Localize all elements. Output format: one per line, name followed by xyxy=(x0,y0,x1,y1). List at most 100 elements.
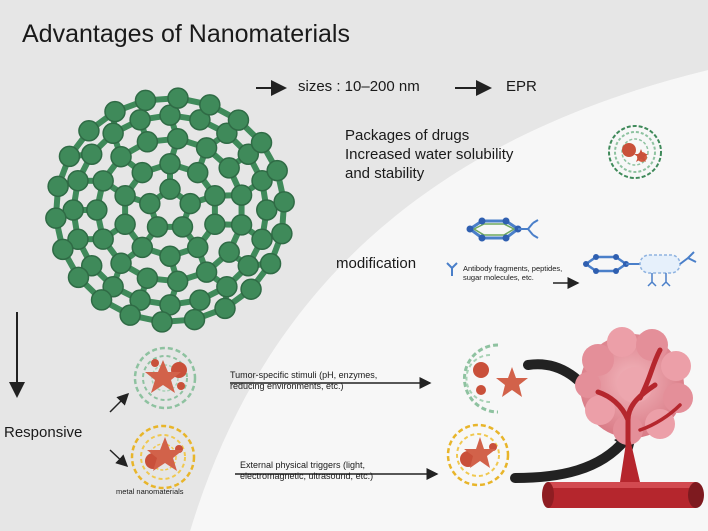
fullerene-atom xyxy=(240,278,262,300)
benefits-text: Packages of drugs Increased water solubi… xyxy=(345,126,513,183)
fullerene-atom xyxy=(204,213,226,236)
modification-label: modification xyxy=(336,255,417,272)
fullerene-atom xyxy=(110,252,132,275)
fullerene-atom xyxy=(62,199,84,221)
modified-linker xyxy=(583,251,697,287)
released-carbon-particle xyxy=(463,343,528,414)
external-triggers-line: electromagnetic, ultrasound, etc.) xyxy=(240,471,374,481)
fullerene-atom xyxy=(131,236,154,259)
fullerene-atom xyxy=(179,192,201,215)
fullerene-atom xyxy=(218,157,240,179)
fullerene-atom xyxy=(114,184,136,207)
metal-nanomaterials-label: metal nanomaterials xyxy=(116,487,184,496)
fullerene-atom xyxy=(80,143,103,166)
fullerene-atom xyxy=(45,207,67,229)
fullerene-atom xyxy=(47,175,69,198)
blood-vessel xyxy=(542,430,704,508)
benefit-line: and stability xyxy=(345,165,425,182)
arrow-branch-down xyxy=(109,449,129,468)
benefit-line: Increased water solubility xyxy=(345,146,514,163)
fullerene-atom xyxy=(131,161,154,184)
epr-label: EPR xyxy=(506,78,537,95)
fullerene-atom xyxy=(251,169,273,192)
fullerene-atom xyxy=(251,228,273,251)
external-triggers-line: External physical triggers (light, xyxy=(240,460,366,470)
fullerene-atom xyxy=(250,131,273,154)
fullerene-atom xyxy=(67,228,89,251)
fullerene-atom xyxy=(129,289,151,311)
fullerene-atom xyxy=(86,199,108,221)
fullerene-atom xyxy=(136,267,159,289)
fullerene-atom xyxy=(183,308,206,331)
fullerene-atom xyxy=(227,109,250,131)
antibody-icon xyxy=(446,262,458,276)
arrow-curve-to-tumor-2 xyxy=(510,435,630,483)
fullerene-atom xyxy=(271,222,293,245)
fullerene-atom xyxy=(90,289,113,311)
metal-nanoparticle-loaded xyxy=(130,424,196,490)
carbon-nanoparticle-loaded xyxy=(133,346,197,410)
responsive-label: Responsive xyxy=(4,424,83,441)
fullerene-atom xyxy=(259,252,282,275)
fullerene-atom xyxy=(204,184,226,207)
fullerene-atom xyxy=(195,137,218,159)
linker-molecule xyxy=(466,217,539,242)
fullerene-atom xyxy=(218,241,240,263)
fullerene-atom xyxy=(166,270,189,293)
fullerene-atom xyxy=(52,238,74,261)
fullerene-atom xyxy=(114,213,136,236)
tumor-stimuli-line: reducing environments, etc.) xyxy=(230,381,344,391)
fullerene-atom xyxy=(159,152,181,175)
fullerene-atom xyxy=(104,100,126,123)
fullerene-atom xyxy=(189,109,211,131)
fullerene-atom xyxy=(119,304,141,326)
fullerene-atom xyxy=(102,122,124,145)
drug-loaded-nanoparticle xyxy=(608,125,662,179)
external-triggers-text: External physical triggers (light, elect… xyxy=(240,460,373,482)
fullerene-atom xyxy=(166,127,189,150)
fullerene-atom xyxy=(139,192,161,215)
size-label: sizes : 10–200 nm xyxy=(298,78,420,95)
tumor-illustration xyxy=(575,327,693,483)
fullerene-atom xyxy=(266,159,288,182)
fullerene-atom xyxy=(146,216,169,238)
fullerene-atom xyxy=(256,199,278,221)
arrow-branch-up xyxy=(109,392,130,413)
fullerene-atom xyxy=(151,311,173,333)
fullerene-atom xyxy=(273,191,295,213)
tumor-stimuli-text: Tumor-specific stimuli (pH, enzymes, red… xyxy=(230,370,377,392)
ligand-text: Antibody fragments, peptides, sugar mole… xyxy=(463,264,562,282)
fullerene-atom xyxy=(67,266,90,289)
ligand-line: sugar molecules, etc. xyxy=(463,273,534,282)
fullerene-atom xyxy=(58,145,81,168)
fullerene-atom xyxy=(214,297,236,320)
fullerene-atom xyxy=(92,228,114,250)
fullerene-atom xyxy=(171,216,194,238)
benefit-line: Packages of drugs xyxy=(345,127,470,144)
ligand-line: Antibody fragments, peptides, xyxy=(463,264,563,273)
fullerene-atom xyxy=(134,89,157,112)
tumor-stimuli-line: Tumor-specific stimuli (pH, enzymes, xyxy=(230,370,378,380)
fullerene-atom xyxy=(195,261,218,283)
fullerene-atom xyxy=(167,87,189,109)
fullerene-atom xyxy=(199,94,221,116)
fullerene-atom xyxy=(159,245,181,268)
fullerene-atom xyxy=(230,184,253,206)
page-title: Advantages of Nanomaterials xyxy=(22,20,350,48)
fullerene-atom xyxy=(230,214,253,236)
fullerene-atom xyxy=(237,254,260,277)
fullerene-atom xyxy=(129,109,151,131)
fullerene-atom xyxy=(186,161,209,184)
fullerene-atom xyxy=(189,289,211,311)
fullerene-atom xyxy=(110,145,132,168)
fullerene-atom xyxy=(216,275,238,298)
fullerene-molecule xyxy=(45,87,295,333)
fullerene-atom xyxy=(186,236,209,259)
fullerene-atom xyxy=(78,120,100,142)
fullerene-atom xyxy=(136,131,159,153)
fullerene-atom xyxy=(92,170,114,192)
metal-particle-activated xyxy=(446,423,510,487)
fullerene-atom xyxy=(159,178,181,200)
